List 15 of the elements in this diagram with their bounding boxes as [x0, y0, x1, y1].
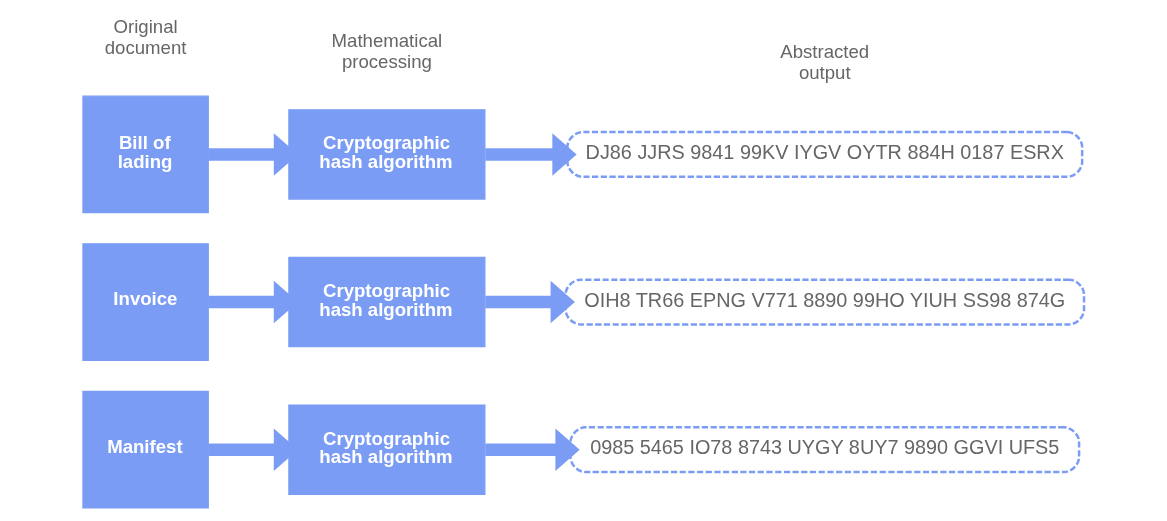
node-box: Cryptographic hash algorithm [288, 256, 486, 348]
node-box: Manifest [82, 390, 209, 509]
label: Original document [104, 15, 187, 58]
node-box: Cryptographic hash algorithm [288, 404, 486, 495]
label: Abstracted output [780, 40, 870, 83]
arrow [485, 280, 575, 324]
node-box: DJ86 JJRS 9841 99KV IYGV OYTR 884H 0187 ESRX [566, 130, 1084, 178]
node-box: 0985 5465 IO78 8743 UYGY 8UY7 9890 GGVI UFS5 [569, 426, 1081, 474]
node-box: Invoice [82, 243, 209, 361]
label: Mathematical processing [331, 29, 443, 72]
arrow [485, 428, 580, 471]
arrow [485, 133, 577, 176]
node-box: Bill of lading [82, 95, 209, 214]
node-box: Cryptographic hash algorithm [288, 109, 486, 200]
node-box: OIH8 TR66 EPNG V771 8890 99HO YIUH SS98 874G [564, 278, 1086, 326]
